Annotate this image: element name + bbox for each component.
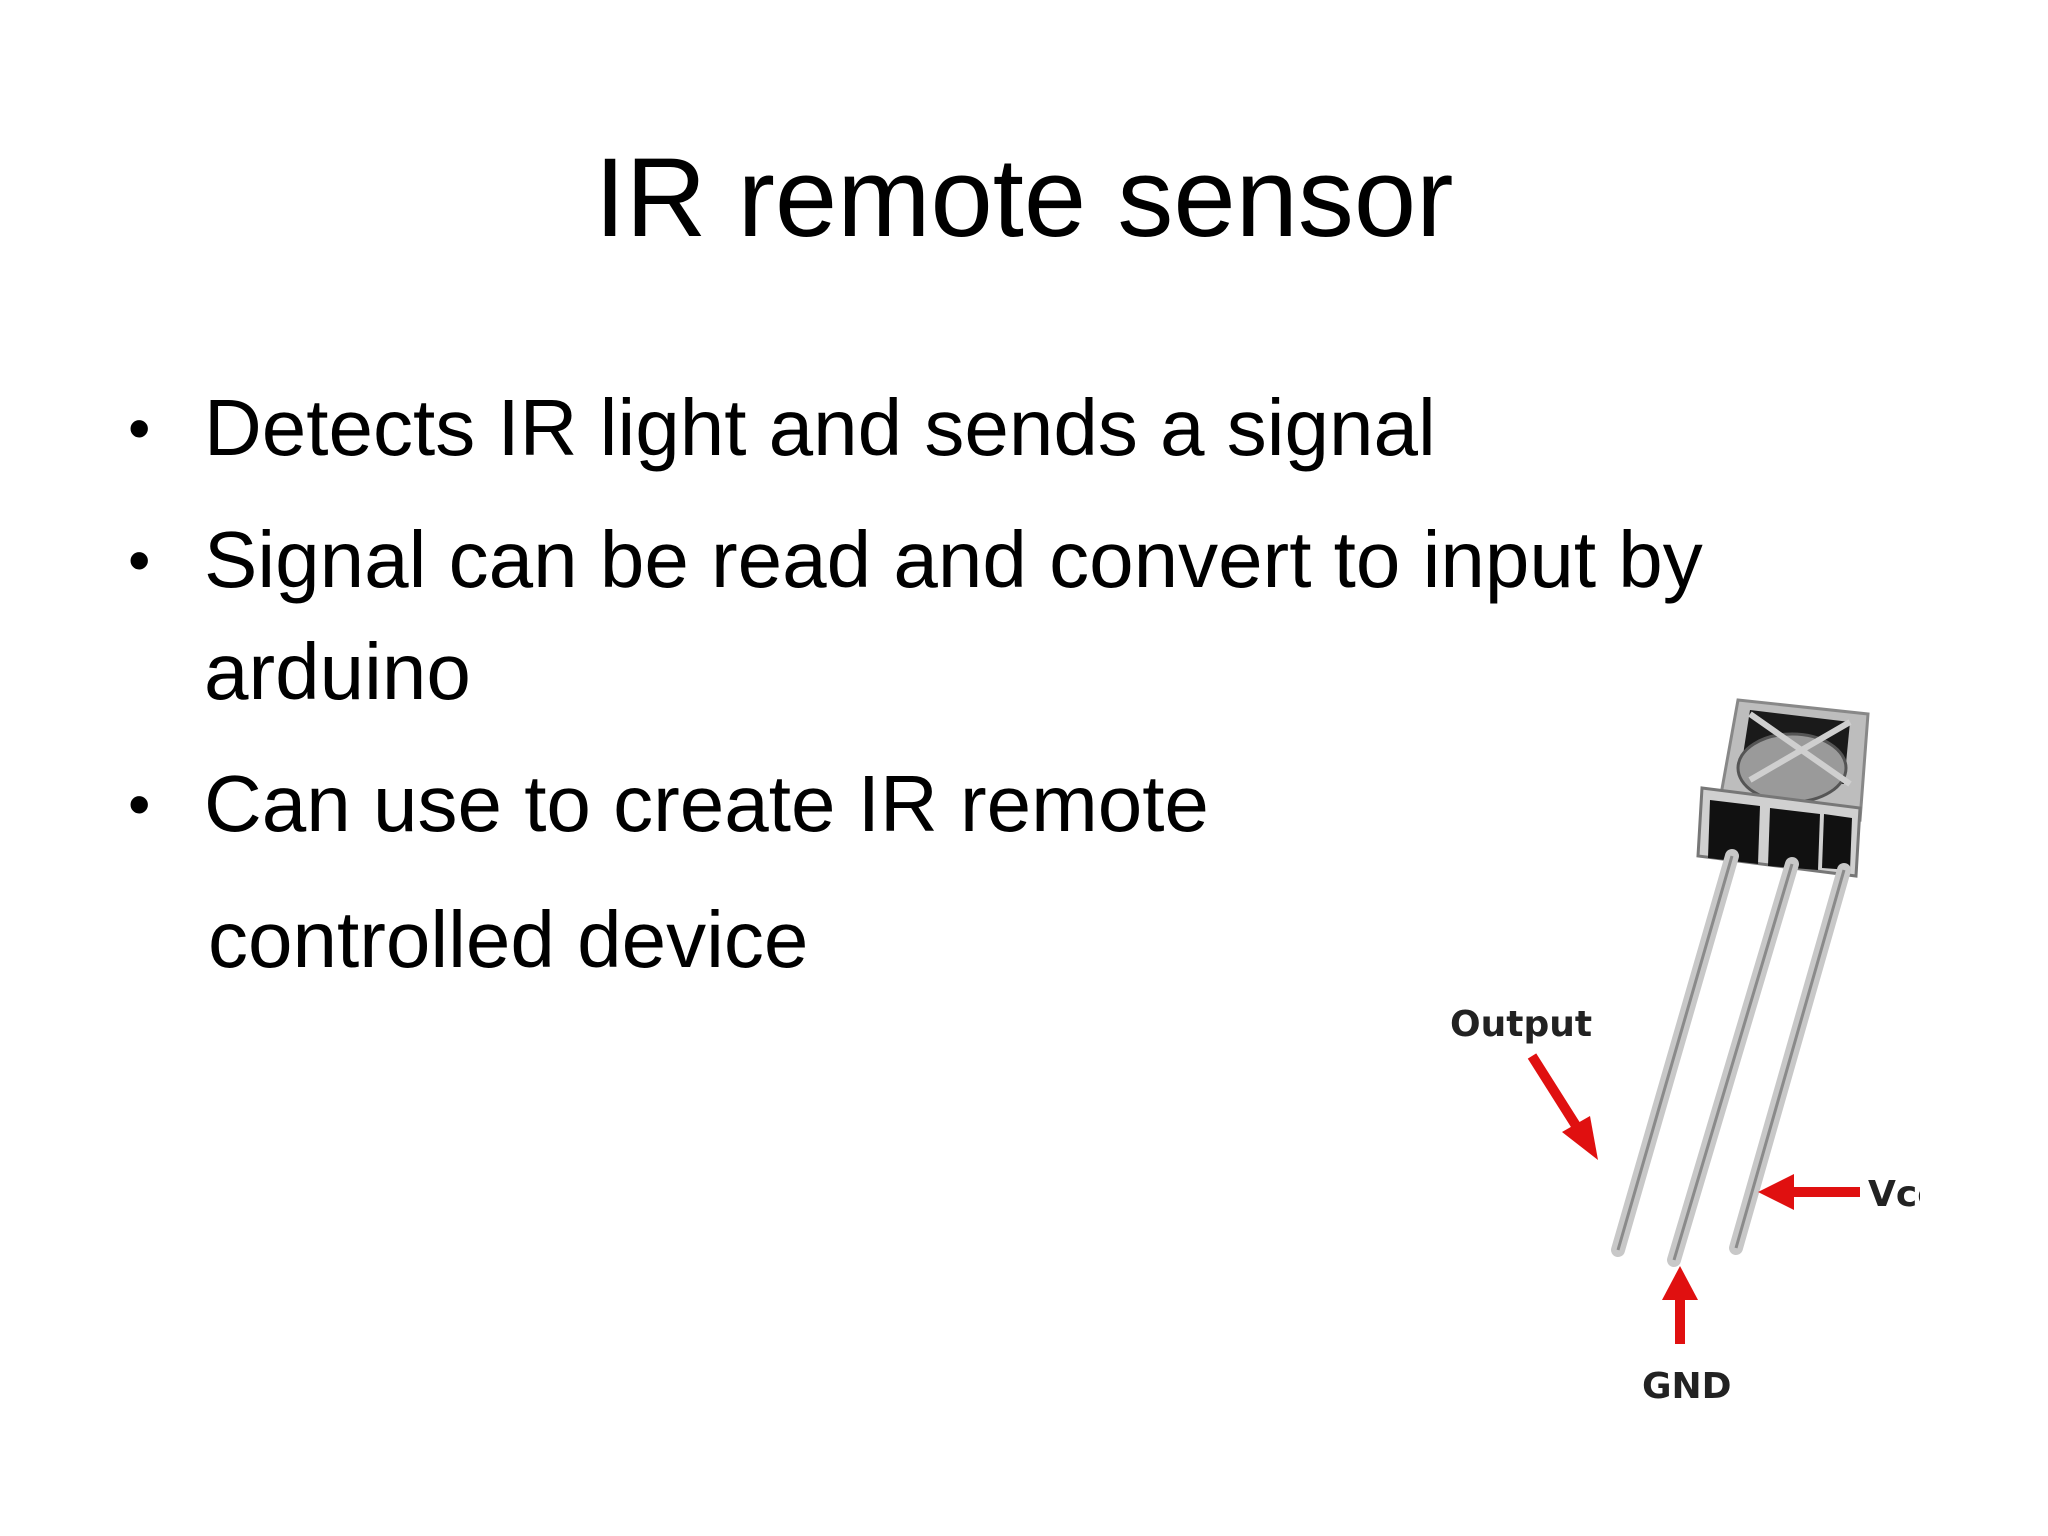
slide-title: IR remote sensor: [594, 135, 1454, 260]
ir-sensor-diagram: Output Vcc GND: [1450, 698, 1920, 1407]
bullet-list: • Detects IR light and sends a signal • …: [120, 372, 1820, 880]
bullet-text: Can use to create IR remote: [204, 759, 1209, 848]
arrow-head-icon: [1662, 1266, 1698, 1300]
ir-receiver-component: [1696, 698, 1870, 878]
bullet-dot-icon: •: [128, 768, 151, 840]
bullet-dot-icon: •: [128, 524, 151, 596]
arrow-head-icon: [1562, 1116, 1598, 1160]
vcc-label: Vcc: [1868, 1174, 1920, 1215]
bullet-item: • Signal can be read and convert to inpu…: [120, 504, 1820, 728]
output-label: Output: [1450, 1004, 1592, 1045]
bullet-text: Signal can be read and convert to input …: [204, 515, 1703, 716]
sensor-pins: [1611, 849, 1851, 1267]
gnd-label: GND: [1642, 1366, 1732, 1407]
bullet-item: • Can use to create IR remote: [120, 748, 1820, 860]
vcc-pin-pointer: Vcc: [1758, 1174, 1920, 1215]
arrow-head-icon: [1758, 1174, 1794, 1210]
bullet-continuation-text: controlled device: [208, 895, 809, 984]
bullet-dot-icon: •: [128, 392, 151, 464]
bullet-text: Detects IR light and sends a signal: [204, 383, 1436, 472]
bullet-item: • Detects IR light and sends a signal: [120, 372, 1820, 484]
output-pin-pointer: Output: [1450, 1004, 1598, 1160]
gnd-pin-pointer: GND: [1642, 1266, 1732, 1407]
